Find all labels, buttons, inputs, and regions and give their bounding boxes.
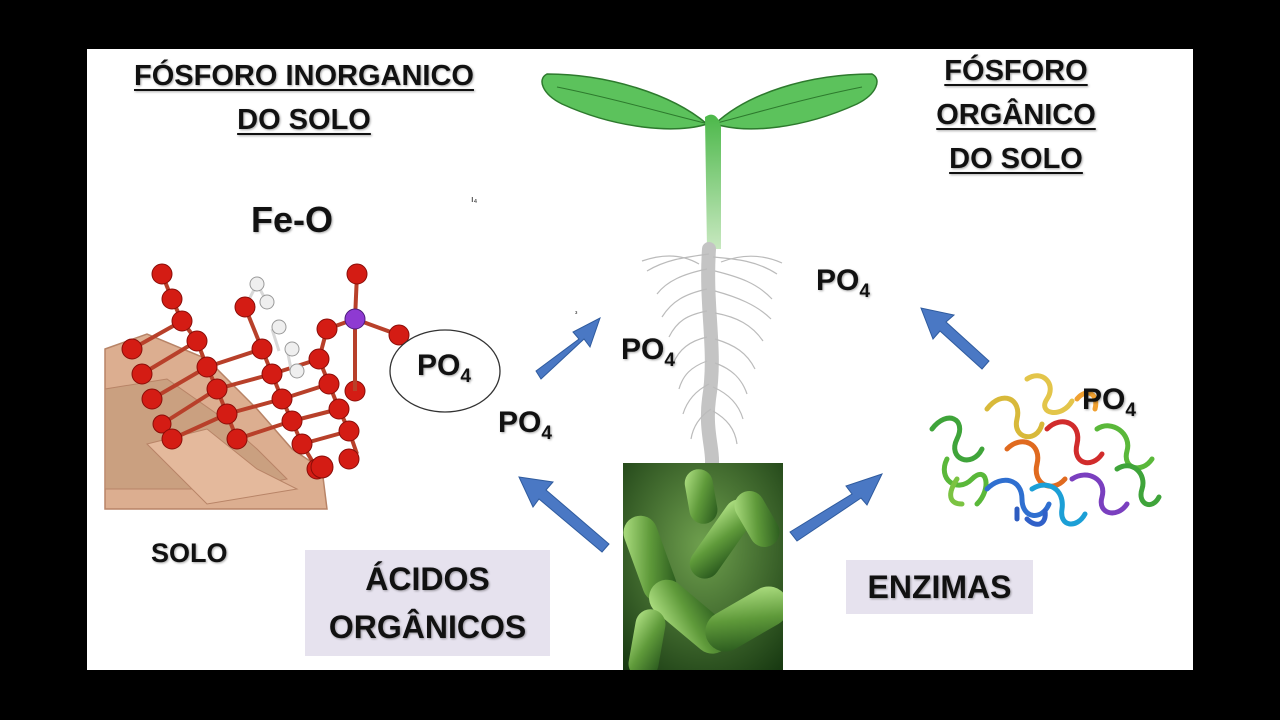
enzymes-box: ENZIMAS: [846, 560, 1033, 614]
slide-canvas: ı₄ ³ FÓSFORO INORGANICO DO SOLO FÓSFORO …: [87, 49, 1193, 670]
stray-glyph-small: ³: [575, 311, 578, 318]
seedling-illustration: [541, 73, 878, 470]
stray-glyph: ı₄: [471, 194, 478, 204]
soil-mineral-illustration: [104, 263, 410, 510]
enzyme-protein-illustration: [929, 373, 1162, 527]
po4-label-root: PO4: [621, 333, 675, 371]
po4-label-oval: PO4: [417, 349, 471, 387]
title-inorganic-phosphorus: FÓSFORO INORGANICO DO SOLO: [115, 54, 493, 142]
arrow-enzyme-up: [920, 307, 990, 370]
po4-highlight-oval: [389, 329, 501, 413]
diagram-graphics: ı₄ ³: [104, 73, 1162, 670]
flow-arrows: [518, 307, 990, 553]
title-organic-line1: FÓSFORO: [944, 55, 1088, 87]
arrow-to-root: [535, 316, 601, 380]
title-organic-line2: ORGÂNICO: [936, 99, 1096, 131]
label-solo: SOLO: [151, 538, 228, 568]
title-organic-phosphorus: FÓSFORO ORGÂNICO DO SOLO: [912, 49, 1120, 181]
title-organic-line3: DO SOLO: [949, 143, 1083, 175]
organic-acids-line1: ÁCIDOS: [365, 561, 490, 597]
organic-acids-line2: ORGÂNICOS: [328, 609, 527, 645]
label-fe-o: Fe-O: [251, 199, 334, 240]
title-inorganic-line1: FÓSFORO INORGANICO: [134, 60, 474, 92]
bacteria-image: [623, 463, 783, 670]
title-inorganic-line2: DO SOLO: [237, 104, 371, 136]
arrow-bacteria-acids: [518, 476, 610, 553]
organic-acids-box: ÁCIDOS ORGÂNICOS: [305, 550, 550, 656]
po4-label-top-right: PO4: [816, 264, 870, 302]
arrow-bacteria-enzymes: [789, 473, 883, 542]
po4-label-enzyme: PO4: [1082, 383, 1136, 421]
po4-label-left: PO4: [498, 406, 552, 444]
